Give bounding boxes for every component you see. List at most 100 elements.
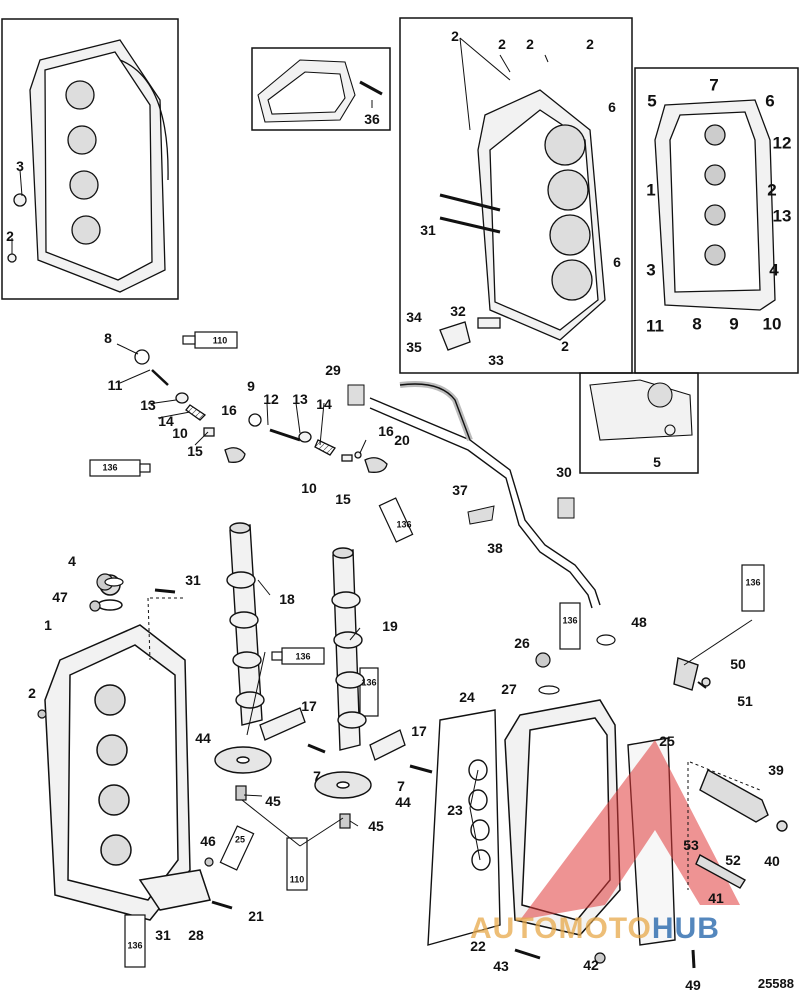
callout-c24: 4 — [769, 260, 779, 280]
callout-c79: 26 — [514, 635, 530, 651]
callout-c26: 8 — [692, 314, 702, 334]
callout-c85: 39 — [768, 762, 784, 778]
callout-c08: 6 — [608, 99, 616, 115]
callout-c47: 136 — [396, 519, 412, 530]
valve-train-parts — [134, 349, 388, 473]
callout-c05: 2 — [498, 36, 506, 52]
callout-c69: 46 — [200, 833, 216, 849]
callout-c75: 136 — [127, 940, 143, 951]
callout-c89: 40 — [764, 853, 780, 869]
callout-c42: 14 — [316, 396, 332, 412]
callout-c46: 15 — [335, 491, 351, 507]
callout-c57: 18 — [279, 591, 295, 607]
callout-c45: 10 — [301, 480, 317, 496]
callout-c72: 21 — [248, 908, 264, 924]
callout-c80: 27 — [501, 681, 517, 697]
watermark-logo — [520, 740, 740, 920]
callout-c11: 34 — [406, 309, 422, 325]
callout-c12: 32 — [450, 303, 466, 319]
camshafts — [226, 522, 367, 751]
callout-c35: 16 — [221, 402, 237, 418]
callout-c78: 136 — [562, 615, 578, 626]
callout-c54: 1 — [44, 617, 52, 633]
callout-c59: 19 — [382, 618, 398, 634]
callout-c91: 22 — [470, 938, 486, 954]
head-front-inset — [589, 379, 693, 441]
callout-c83: 51 — [737, 693, 753, 709]
callout-c39: 9 — [247, 378, 255, 394]
callout-c48: 29 — [325, 362, 341, 378]
cam-caps — [259, 707, 406, 761]
callout-c93: 42 — [583, 957, 599, 973]
callout-c76: 136 — [745, 577, 761, 588]
leader-lines — [116, 343, 761, 890]
sealant-tubes — [89, 331, 765, 968]
callout-c55: 2 — [28, 685, 36, 701]
callout-c63: 44 — [195, 730, 211, 746]
callout-c06: 2 — [526, 36, 534, 52]
callout-c29: 5 — [653, 454, 661, 470]
callout-c37: 15 — [187, 443, 203, 459]
callout-c32: 11 — [107, 377, 123, 393]
callout-c27: 9 — [729, 314, 739, 334]
callout-c51: 30 — [556, 464, 572, 480]
callout-c74: 28 — [188, 927, 204, 943]
callout-c86: 23 — [447, 802, 463, 818]
callout-c33: 13 — [140, 397, 156, 413]
callout-c61: 17 — [301, 698, 317, 714]
callout-c87: 53 — [683, 837, 699, 853]
head-rear-inset — [257, 59, 383, 123]
callout-c01: 3 — [16, 158, 24, 174]
callout-c34: 14 — [158, 413, 174, 429]
callout-c64: 7 — [313, 768, 321, 784]
callout-c22: 13 — [772, 206, 792, 226]
watermark-part2: HUB — [651, 912, 720, 945]
part-29-grommet — [347, 384, 365, 406]
callout-c65: 7 — [397, 778, 405, 794]
callout-c30: 8 — [104, 330, 112, 346]
callout-c21: 2 — [767, 180, 777, 200]
callout-c03: 36 — [364, 111, 380, 127]
callout-c81: 24 — [459, 689, 475, 705]
callout-c50: 38 — [487, 540, 503, 556]
callout-c18: 6 — [765, 91, 775, 111]
inset-box-front-view — [579, 372, 699, 474]
callout-c88: 52 — [725, 852, 741, 868]
cam-sprockets — [214, 746, 372, 799]
callout-c70: 25 — [234, 834, 246, 845]
callout-c07: 2 — [586, 36, 594, 52]
callout-c13: 35 — [406, 339, 422, 355]
callout-c23: 3 — [646, 260, 656, 280]
inset-box-rear-bolt — [251, 47, 391, 131]
callout-c53: 47 — [52, 589, 68, 605]
callout-c19: 12 — [772, 133, 792, 153]
callout-c82: 50 — [730, 656, 746, 672]
callout-c94: 49 — [685, 977, 701, 993]
callout-c77: 48 — [631, 614, 647, 630]
part-30-grommet — [557, 497, 575, 519]
cylinder-head-main — [44, 574, 211, 921]
callout-c44: 20 — [394, 432, 410, 448]
callout-c25: 11 — [646, 316, 664, 336]
callout-c60: 136 — [361, 677, 377, 688]
callout-c62: 17 — [411, 723, 427, 739]
callout-c66: 44 — [395, 794, 411, 810]
cylinder-head-inset-left — [7, 39, 169, 293]
sensors — [673, 657, 788, 889]
torque-sequence-head — [654, 99, 776, 311]
callout-c68: 45 — [368, 818, 384, 834]
callout-c41: 13 — [292, 391, 308, 407]
watermark-text: AUTOMOTOHUB — [470, 912, 720, 946]
inset-box-head-bolts — [1, 18, 179, 300]
callout-c38: 136 — [102, 462, 118, 473]
callout-c09: 31 — [420, 222, 436, 238]
callout-c84: 25 — [659, 733, 675, 749]
cylinder-head-assembly-inset — [439, 89, 606, 351]
callout-c16: 5 — [647, 91, 657, 111]
callout-c40: 12 — [263, 391, 279, 407]
callout-c36: 10 — [172, 425, 188, 441]
inset-box-torque-sequence — [634, 67, 799, 374]
oil-tube — [369, 381, 601, 609]
callout-c67: 45 — [265, 793, 281, 809]
